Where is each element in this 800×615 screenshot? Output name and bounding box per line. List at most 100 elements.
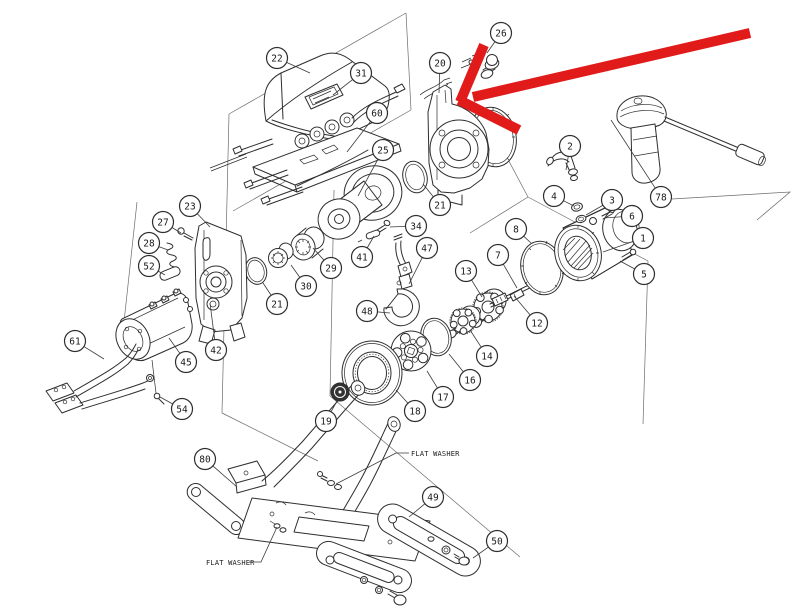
leader-49 <box>408 503 426 518</box>
flat-washer-leader-1 <box>249 526 278 563</box>
balloon-circle-27 <box>151 210 175 234</box>
balloon-17-23: 17 <box>431 385 455 409</box>
balloon-number-18: 18 <box>409 406 421 417</box>
leader-12 <box>513 295 531 316</box>
part-oring-8 <box>520 240 564 296</box>
balloon-48-26: 48 <box>355 299 379 323</box>
part-coupler-29 <box>290 226 325 261</box>
leader-42 <box>209 302 216 340</box>
balloon-21-6: 21 <box>428 193 452 217</box>
part-pin-41 <box>357 229 381 243</box>
balloon-number-49: 49 <box>427 492 439 503</box>
balloon-number-21: 21 <box>434 200 446 211</box>
balloon-number-6: 6 <box>629 211 635 222</box>
part-frame-80 <box>186 380 431 562</box>
balloon-number-1: 1 <box>640 233 646 244</box>
leader-22 <box>286 61 311 74</box>
leader-31 <box>332 79 353 96</box>
balloon-circle-61 <box>63 329 87 353</box>
balloon-26-3: 26 <box>489 21 513 45</box>
balloon-number-80: 80 <box>199 454 211 465</box>
balloon-circle-7 <box>486 243 510 267</box>
balloon-circle-34 <box>404 214 428 238</box>
balloon-circle-21 <box>428 193 452 217</box>
balloon-number-3: 3 <box>609 195 615 206</box>
part-screw-5 <box>621 248 637 261</box>
leader-16 <box>448 353 464 373</box>
balloon-78-17: 78 <box>649 185 673 209</box>
balloon-number-42: 42 <box>210 345 221 356</box>
leader-21 <box>262 282 272 296</box>
balloon-number-20: 20 <box>434 58 446 69</box>
balloon-number-5: 5 <box>641 269 647 280</box>
balloon-number-8: 8 <box>513 224 519 235</box>
red-arrow-segment-0 <box>471 28 752 102</box>
part-carrier-17 <box>390 330 432 372</box>
leader-4 <box>563 200 575 207</box>
balloon-number-27: 27 <box>157 217 168 228</box>
leader-28 <box>158 246 169 251</box>
part-oring-3 <box>575 214 587 224</box>
balloon-circle-49 <box>421 485 445 509</box>
balloon-circle-19 <box>314 409 338 433</box>
part-hardware-50 <box>360 536 470 606</box>
part-cable-47 <box>393 233 413 278</box>
balloon-number-30: 30 <box>300 281 312 292</box>
balloon-number-25: 25 <box>377 145 388 156</box>
balloon-21-33: 21 <box>265 292 289 316</box>
leader-29 <box>312 247 325 261</box>
part-drum-25 <box>317 165 403 240</box>
leader-50 <box>472 546 489 559</box>
balloon-number-29: 29 <box>325 263 337 274</box>
leader-13 <box>471 279 483 298</box>
leader-27 <box>171 227 182 234</box>
balloon-circle-31 <box>349 61 373 85</box>
balloon-circle-23 <box>178 194 202 218</box>
balloon-47-9: 47 <box>415 236 439 260</box>
leader-17 <box>426 370 438 389</box>
balloon-number-2: 2 <box>567 141 573 152</box>
part-motor-45 <box>115 288 193 362</box>
part-label-31 <box>304 83 344 110</box>
balloon-number-61: 61 <box>69 336 81 347</box>
balloon-number-23: 23 <box>184 201 195 212</box>
leader-41 <box>366 235 375 249</box>
leader-19 <box>330 400 338 412</box>
balloon-28-29: 28 <box>137 231 161 255</box>
balloon-number-45: 45 <box>180 357 191 368</box>
part-hook-48 <box>383 273 420 327</box>
balloon-circle-41 <box>350 245 374 269</box>
part-gear-14 <box>447 305 481 339</box>
balloon-number-19: 19 <box>320 416 332 427</box>
balloon-8-14: 8 <box>504 217 528 241</box>
balloon-number-31: 31 <box>355 68 367 79</box>
balloon-52-30: 52 <box>137 254 161 278</box>
balloon-number-52: 52 <box>143 261 154 272</box>
balloon-circle-50 <box>485 529 509 553</box>
red-arrow-segment-1 <box>455 43 489 104</box>
balloon-circle-47 <box>415 236 439 260</box>
part-motor-bracket-23 <box>194 221 248 345</box>
leader-25 <box>357 159 379 197</box>
leader-21 <box>422 183 434 198</box>
leader-5 <box>619 260 635 270</box>
balloon-60-2: 60 <box>365 101 389 125</box>
balloon-3-12: 3 <box>600 188 624 212</box>
balloon-circle-25 <box>371 138 395 162</box>
balloon-14-21: 14 <box>475 344 499 368</box>
leader-3 <box>585 204 604 216</box>
balloon-circle-1 <box>631 226 655 250</box>
part-coupler-30 <box>268 242 294 268</box>
leader-18 <box>395 389 409 404</box>
balloon-circle-13 <box>454 259 478 283</box>
balloon-number-4: 4 <box>551 191 557 202</box>
leader-2 <box>565 156 569 171</box>
balloon-number-12: 12 <box>531 318 542 329</box>
leaders-layer <box>83 41 656 559</box>
leader-80 <box>212 465 238 488</box>
balloon-number-21: 21 <box>271 299 283 310</box>
flat-washer-label-1: FLAT WASHER <box>206 559 255 567</box>
red-arrow <box>455 28 752 135</box>
